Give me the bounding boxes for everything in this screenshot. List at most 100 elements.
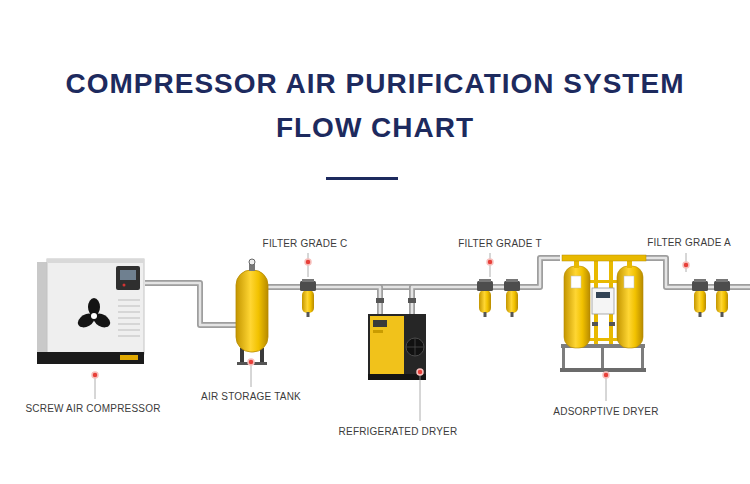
- pipe-outline: [316, 287, 380, 314]
- filter-art: [302, 279, 314, 282]
- screw-compressor-art: [75, 311, 97, 330]
- pipe-highlight: [520, 258, 560, 287]
- refrigerated-dryer-art: [373, 330, 383, 333]
- pipe-outline: [268, 284, 300, 290]
- filter-art: [300, 281, 316, 291]
- filter-art: [692, 281, 708, 291]
- adsorptive-dryer-art: [609, 322, 615, 326]
- adsorptive-dryer-art: [601, 344, 604, 370]
- screw-compressor-art: [47, 259, 144, 263]
- pipe-connector: [145, 283, 236, 325]
- screw-compressor-art: [91, 311, 113, 330]
- leader-line: [420, 370, 421, 421]
- filter-art: [484, 312, 487, 317]
- equipment-label: ADSORPTIVE DRYER: [553, 406, 658, 418]
- screw-compressor-art: [37, 352, 144, 364]
- adsorptive-dryer-art: [560, 368, 646, 372]
- pipe-highlight: [268, 286, 300, 289]
- equipment-node: AIR STORAGE TANK: [236, 259, 268, 365]
- screw-compressor-art: [118, 300, 140, 336]
- equipment-label: REFRIGERATED DRYER: [339, 426, 458, 438]
- filter-art: [300, 279, 316, 317]
- filter-art: [714, 279, 730, 317]
- filter-art: [699, 312, 702, 317]
- callout-dot: [248, 359, 254, 365]
- equipment-label: AIR STORAGE TANK: [201, 391, 301, 403]
- pipe-outline: [646, 258, 692, 287]
- pipe-connector: [520, 258, 560, 287]
- equipment-node: REFRIGERATED DRYER: [368, 314, 426, 380]
- equipment-node: ADSORPTIVE DRYER: [560, 250, 646, 372]
- equipment-label: FILTER GRADE T: [458, 238, 542, 250]
- chart-title: COMPRESSOR AIR PURIFICATION SYSTEM FLOW …: [65, 62, 685, 150]
- refrigerated-dryer-art: [373, 320, 387, 327]
- equipment-node: FILTER GRADE C: [300, 279, 316, 317]
- filter-art: [694, 279, 706, 282]
- pipe-outline: [520, 258, 560, 287]
- pipe-highlight: [412, 287, 477, 314]
- filter-art: [694, 290, 706, 313]
- screw-compressor-art: [91, 313, 97, 319]
- screw-compressor-art: [118, 306, 140, 307]
- adsorptive-dryer-art: [641, 344, 644, 370]
- screw-compressor-art: [118, 312, 140, 313]
- refrigerated-dryer-art: [376, 298, 384, 303]
- air-tank-art: [236, 270, 268, 352]
- pipe-connector: [646, 258, 692, 287]
- screw-compressor-art: [120, 270, 136, 280]
- adsorptive-dryer-art: [590, 280, 617, 283]
- pipe-connector: [316, 287, 380, 314]
- callout-dot: [683, 262, 689, 268]
- adsorptive-dryer-art: [562, 344, 565, 370]
- filter-art: [692, 279, 708, 317]
- pipe-connector: [268, 287, 300, 288]
- filter-art: [716, 279, 728, 282]
- equipment-node: FILTER GRADE T: [477, 279, 520, 317]
- adsorptive-dryer-art: [564, 266, 590, 348]
- filter-art: [302, 290, 314, 313]
- callout-dot: [603, 372, 609, 378]
- screw-compressor-art: [118, 330, 140, 331]
- equipment-label: FILTER GRADE A: [647, 237, 731, 249]
- refrigerated-dryer-art: [368, 374, 426, 380]
- refrigerated-dryer-art: [368, 298, 426, 380]
- pipe-outline: [145, 283, 236, 325]
- pipe-highlight: [145, 283, 236, 325]
- adsorptive-dryer-art: [571, 276, 581, 288]
- filter-art: [504, 279, 520, 317]
- filter-art: [300, 279, 730, 317]
- screw-compressor-art: [75, 298, 112, 330]
- screw-compressor-art: [118, 336, 140, 337]
- screw-compressor-art: [123, 284, 126, 287]
- callout-dot: [305, 259, 311, 265]
- filter-art: [716, 290, 728, 313]
- equipment-label: SCREW AIR COMPRESSOR: [25, 403, 160, 415]
- filter-art: [477, 279, 493, 317]
- filter-art: [477, 281, 493, 291]
- screw-compressor-art: [37, 259, 144, 364]
- filter-art: [307, 312, 310, 317]
- air-tank-art: [236, 259, 268, 365]
- screw-compressor-art: [120, 355, 138, 360]
- adsorptive-dryer-art: [592, 288, 614, 314]
- air-tank-art: [249, 259, 255, 265]
- adsorptive-dryer-art: [592, 322, 598, 326]
- screw-compressor-art: [47, 259, 144, 354]
- pipe-connector: [412, 287, 477, 314]
- adsorptive-dryer-art: [617, 266, 643, 348]
- equipment-label: FILTER GRADE C: [263, 238, 348, 250]
- adsorptive-dryer-art: [560, 255, 646, 372]
- pipe-outline: [412, 287, 477, 314]
- callout-dot: [417, 369, 423, 375]
- title-underline: [326, 177, 398, 180]
- filter-art: [506, 290, 518, 313]
- refrigerated-dryer-art: [406, 338, 424, 356]
- callout-dot: [92, 372, 98, 378]
- filter-art: [721, 312, 724, 317]
- filter-art: [714, 281, 730, 291]
- filter-art: [504, 281, 520, 291]
- filter-art: [479, 279, 491, 282]
- refrigerated-dryer-art: [370, 316, 404, 374]
- filter-art: [511, 312, 514, 317]
- screw-compressor-art: [118, 300, 140, 301]
